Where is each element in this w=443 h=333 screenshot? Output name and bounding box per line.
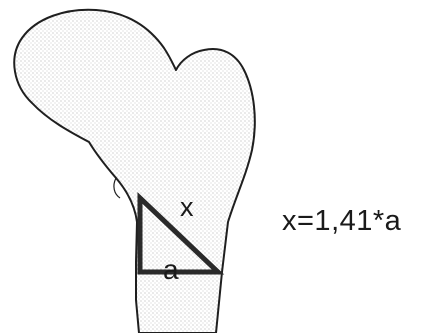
formula-text: x=1,41*a [282,205,402,237]
hypotenuse-label: x [180,192,194,222]
measurement-triangle [137,192,225,275]
base-label: a [163,254,179,285]
lesser-trochanter [113,177,121,199]
femur-outline [13,8,256,333]
